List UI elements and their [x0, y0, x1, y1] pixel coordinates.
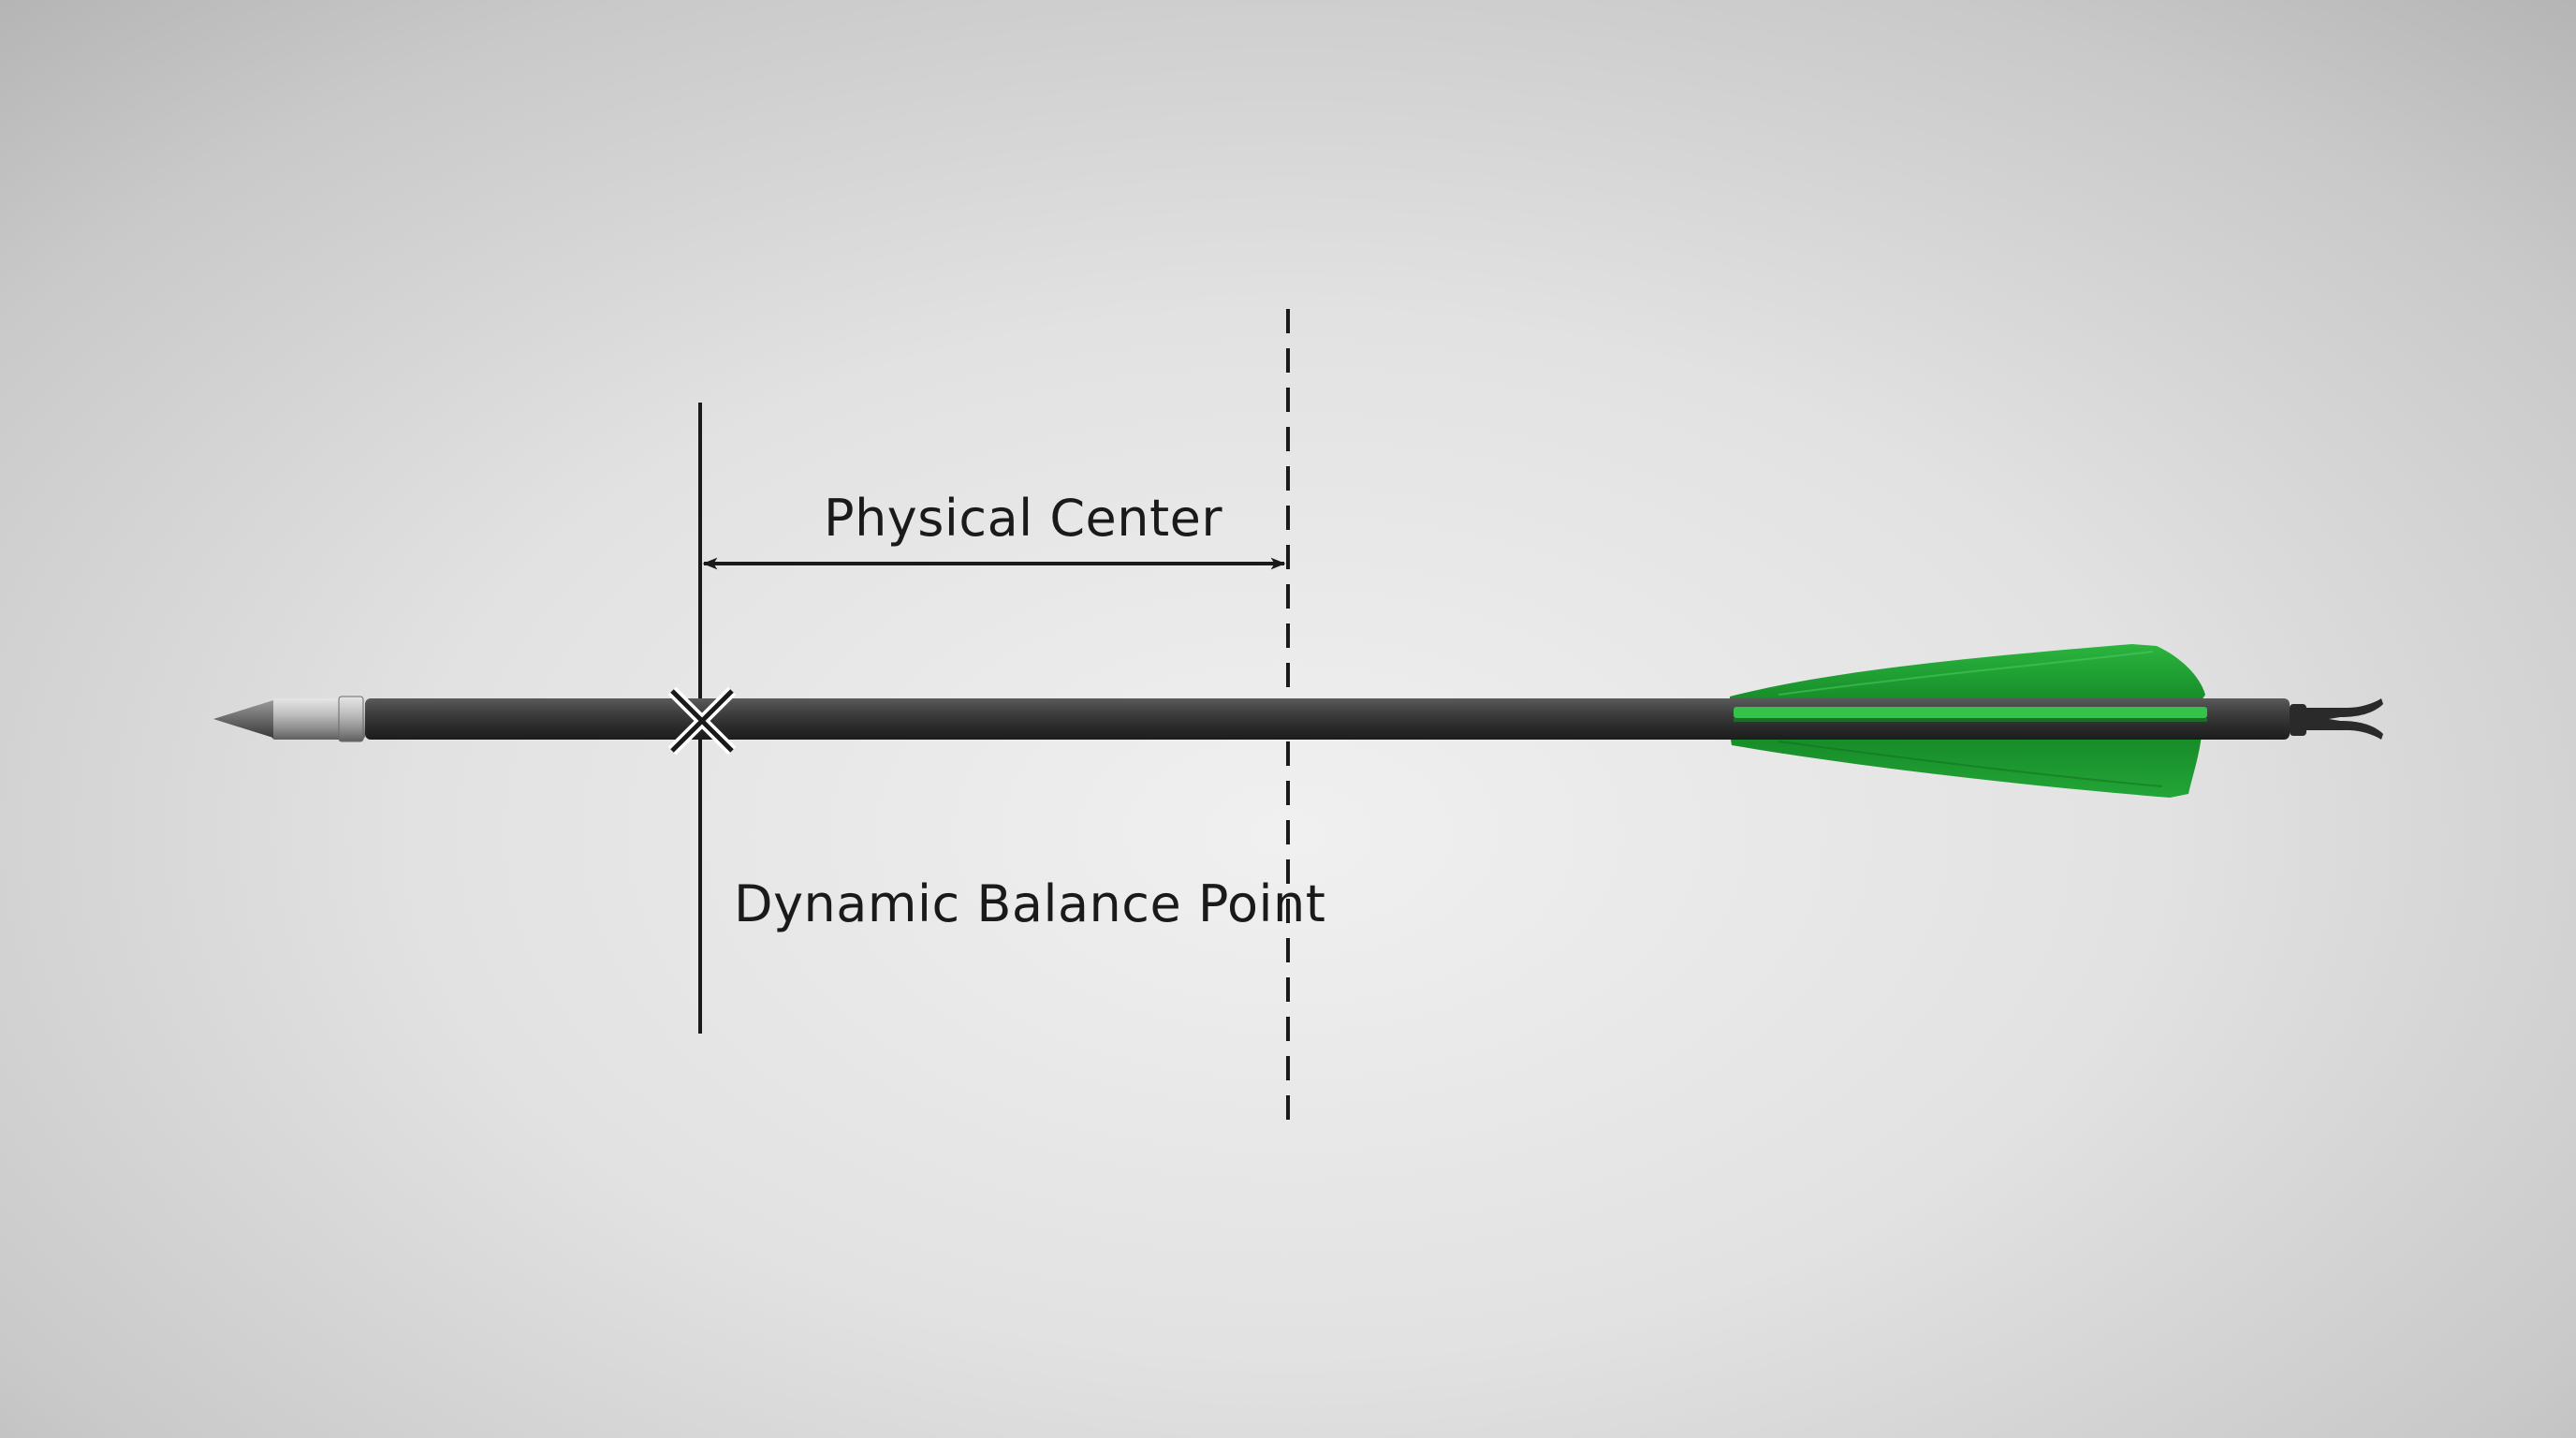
- arrow-point-icon: [213, 700, 273, 738]
- fletching: [1730, 644, 2205, 798]
- physical-center-label: Physical Center: [824, 489, 1223, 548]
- dynamic-balance-point-label: Dynamic Balance Point: [734, 874, 1326, 933]
- side-vane: [1734, 707, 2207, 718]
- balance-cross-marker-icon: [667, 686, 737, 756]
- nock-icon: [2290, 698, 2383, 740]
